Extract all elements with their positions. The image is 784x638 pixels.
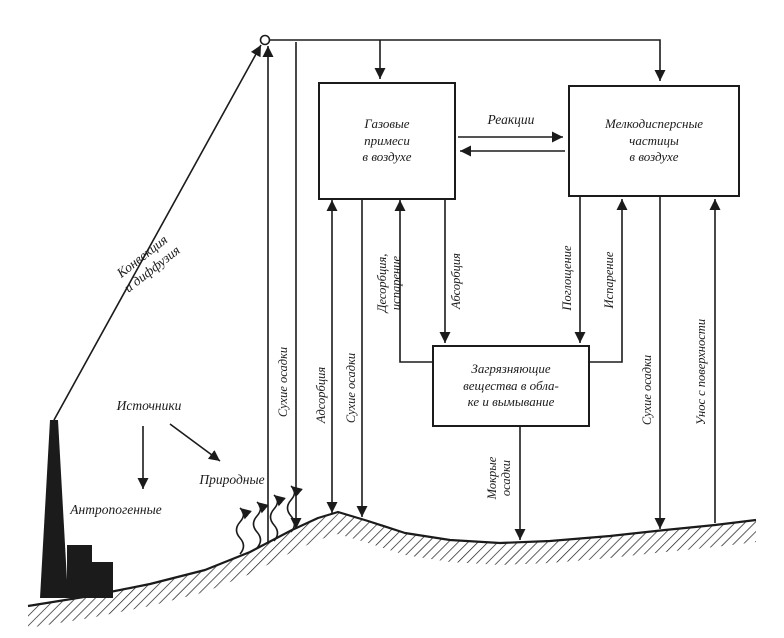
natural-emission-squiggle bbox=[235, 507, 252, 555]
natural-emission-squiggle bbox=[269, 494, 286, 542]
line-desorption-evaporation bbox=[394, 200, 432, 363]
dry-deposition-right-label: Сухие осадки bbox=[640, 354, 655, 426]
natural-label: Природные bbox=[199, 472, 265, 487]
ground-surface-line bbox=[27, 510, 757, 608]
line-evaporation bbox=[590, 199, 628, 363]
convection-diagonal-line bbox=[53, 44, 262, 421]
uptake-label: Поглощение bbox=[560, 245, 575, 311]
box-gas-impurities: Газовые примеси в воздухе bbox=[318, 82, 456, 200]
box-fine-particles: Мелкодисперсные частицы в воздухе bbox=[568, 85, 740, 197]
evaporation-label: Испарение bbox=[602, 251, 617, 309]
natural-emission-squiggle bbox=[286, 485, 303, 533]
absorption-label: Абсорбция bbox=[449, 253, 464, 309]
arrow-sources-natural bbox=[169, 423, 221, 462]
smokestack-icon bbox=[40, 420, 113, 598]
adsorption-label: Адсорбция bbox=[314, 366, 329, 424]
dry-deposition-left-label: Сухие осадки bbox=[276, 346, 291, 418]
dry-deposition-center-label: Сухие осадки bbox=[344, 352, 359, 424]
top-distribution-line bbox=[269, 39, 666, 81]
sources-label: Источники bbox=[116, 398, 182, 413]
desorption-evaporation-label: Десорбция, испарение bbox=[375, 253, 403, 313]
wet-deposition-label: Мокрые осадки bbox=[485, 456, 513, 500]
box-cloud-pollutants: Загрязняющие вещества в обла- ке и вымыв… bbox=[432, 345, 590, 427]
surface-entrainment-label: Унос с поверхности bbox=[694, 318, 709, 426]
reactions-label: Реакции bbox=[487, 112, 535, 127]
plume-top-node bbox=[259, 34, 271, 46]
anthropogenic-label: Антропогенные bbox=[70, 502, 162, 517]
natural-emission-squiggle bbox=[252, 501, 269, 549]
ground-hatching bbox=[28, 512, 756, 628]
